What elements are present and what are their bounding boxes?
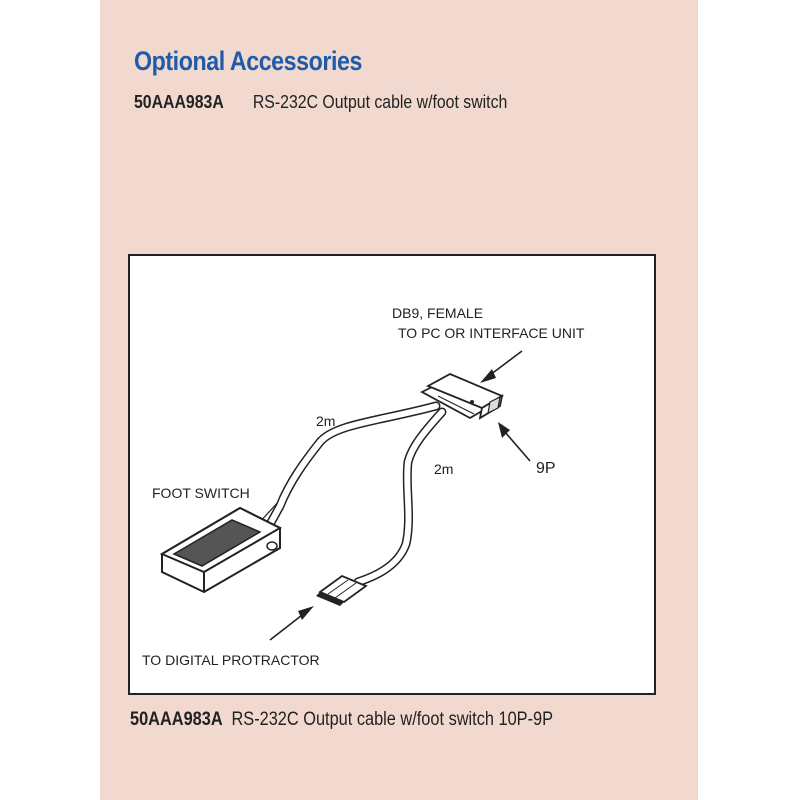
figure-caption: 50AAA983A RS-232C Output cable w/foot sw… bbox=[130, 709, 553, 731]
caption-part-code: 50AAA983A bbox=[130, 709, 223, 730]
document-page: Optional Accessories 50AAA983A RS-232C O… bbox=[100, 0, 698, 800]
caption-description: RS-232C Output cable w/foot switch 10P-9… bbox=[231, 709, 554, 730]
arrow-to-connector bbox=[480, 350, 523, 383]
db9-connector bbox=[420, 373, 504, 420]
foot-switch bbox=[159, 506, 283, 594]
part-description: RS-232C Output cable w/foot switch bbox=[252, 92, 508, 112]
cable-length-lower: 2m bbox=[434, 461, 453, 477]
arrow-to-pins bbox=[498, 422, 531, 462]
cable-illustration: DB9, FEMALE TO PC OR INTERFACE UNIT 2m 2… bbox=[142, 305, 585, 668]
protractor-label: TO DIGITAL PROTRACTOR bbox=[142, 652, 320, 668]
foot-switch-label: FOOT SWITCH bbox=[152, 485, 250, 501]
part-code: 50AAA983A bbox=[134, 92, 224, 112]
page-title: Optional Accessories bbox=[134, 46, 362, 76]
pin-count-label: 9P bbox=[536, 460, 556, 477]
db9-label-line2: TO PC OR INTERFACE UNIT bbox=[398, 325, 585, 341]
cable-to-protractor bbox=[353, 407, 447, 587]
cable-diagram: DB9, FEMALE TO PC OR INTERFACE UNIT 2m 2… bbox=[128, 254, 656, 695]
accessory-line: 50AAA983A RS-232C Output cable w/foot sw… bbox=[134, 92, 507, 113]
cable-to-foot-switch bbox=[263, 401, 441, 533]
protractor-plug bbox=[316, 574, 368, 606]
cable-length-upper: 2m bbox=[316, 413, 335, 429]
db9-label-line1: DB9, FEMALE bbox=[392, 305, 483, 321]
arrow-to-plug bbox=[269, 606, 314, 641]
